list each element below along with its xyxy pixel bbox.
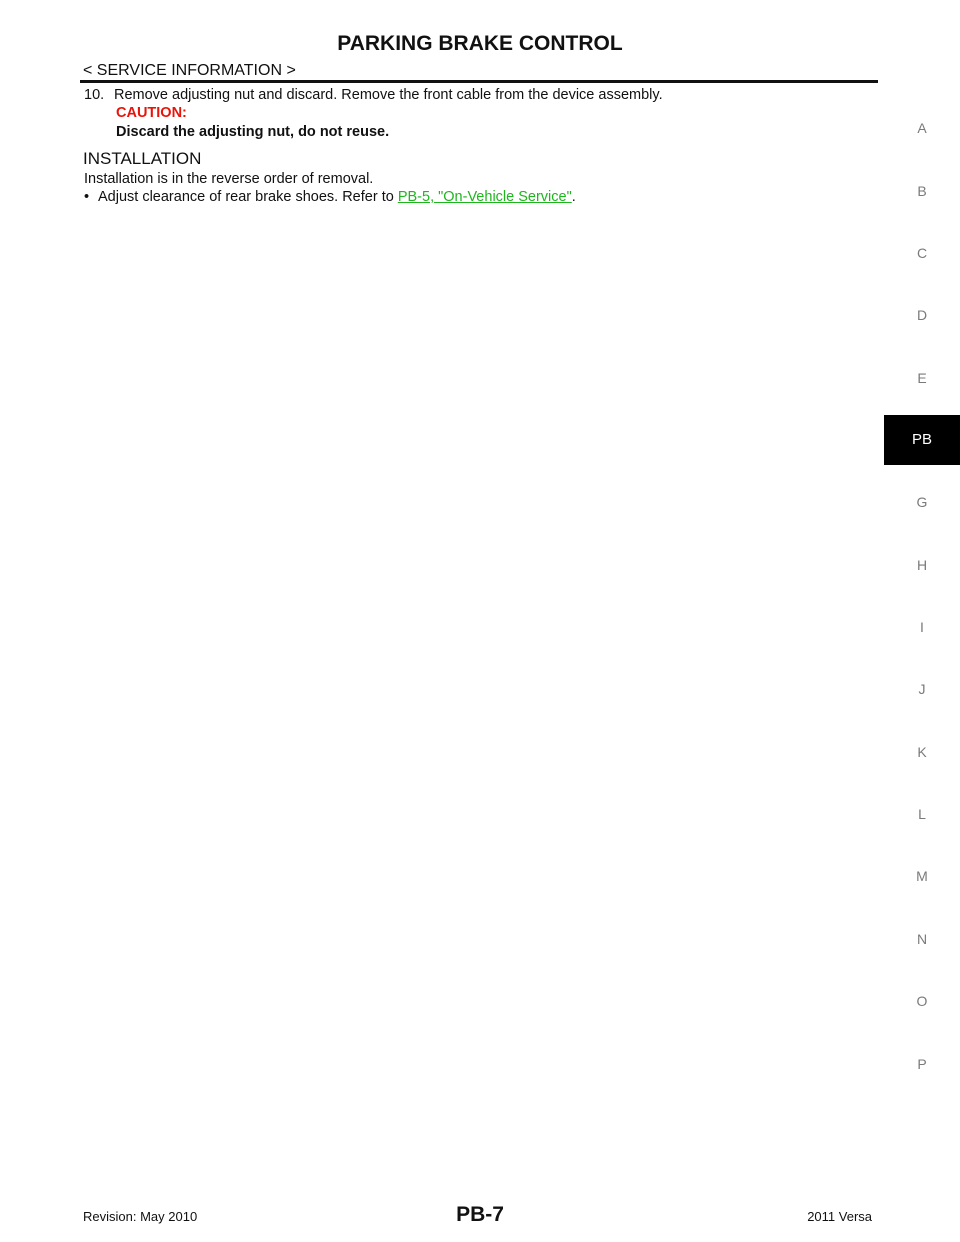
index-tab-e[interactable]: E — [917, 369, 927, 386]
installation-bullet: • Adjust clearance of rear brake shoes. R… — [84, 188, 576, 206]
index-tab-n[interactable]: N — [916, 930, 928, 947]
index-tab-i[interactable]: I — [920, 618, 924, 635]
removal-step: 10. Remove adjusting nut and discard. Rem… — [84, 86, 663, 104]
index-tab-p[interactable]: P — [917, 1055, 927, 1072]
index-tab-o[interactable]: O — [916, 993, 928, 1010]
bullet-text: Adjust clearance of rear brake shoes. Re… — [98, 189, 398, 205]
index-tab-pb[interactable]: PB — [884, 414, 960, 465]
section-index-tabs: A B C D E PB G H I J K L M N O P — [884, 97, 960, 1095]
step-number: 10. — [84, 87, 105, 103]
index-tab-d[interactable]: D — [916, 307, 928, 324]
caution-block: CAUTION: Discard the adjusting nut, do n… — [116, 104, 389, 142]
installation-heading: INSTALLATION — [83, 149, 202, 168]
index-tab-h[interactable]: H — [916, 556, 928, 573]
footer-page-number: PB-7 — [456, 1203, 504, 1226]
caution-text: Discard the adjusting nut, do not reuse. — [116, 124, 390, 140]
index-tab-g[interactable]: G — [916, 494, 928, 511]
caution-title: CAUTION: — [116, 105, 187, 121]
footer-revision: Revision: May 2010 — [83, 1209, 198, 1224]
footer-model: 2011 Versa — [807, 1209, 872, 1224]
section-breadcrumb: < SERVICE INFORMATION > — [83, 62, 296, 79]
bullet-end: . — [571, 189, 576, 205]
index-tab-k[interactable]: K — [917, 743, 927, 760]
bullet-marker: • — [84, 189, 90, 205]
installation-intro: Installation is in the reverse order of … — [84, 171, 374, 187]
page-title: PARKING BRAKE CONTROL — [337, 32, 623, 55]
index-tab-m[interactable]: M — [916, 868, 928, 885]
step-text: Remove adjusting nut and discard. Remove… — [114, 87, 663, 103]
header-divider — [80, 80, 878, 83]
index-tab-c[interactable]: C — [916, 244, 928, 261]
index-tab-b[interactable]: B — [917, 182, 927, 199]
index-tab-a[interactable]: A — [917, 120, 927, 137]
index-tab-j[interactable]: J — [918, 681, 926, 698]
index-tab-l[interactable]: L — [918, 806, 926, 823]
reference-link-pb-5[interactable]: PB-5, "On-Vehicle Service" — [397, 189, 572, 205]
